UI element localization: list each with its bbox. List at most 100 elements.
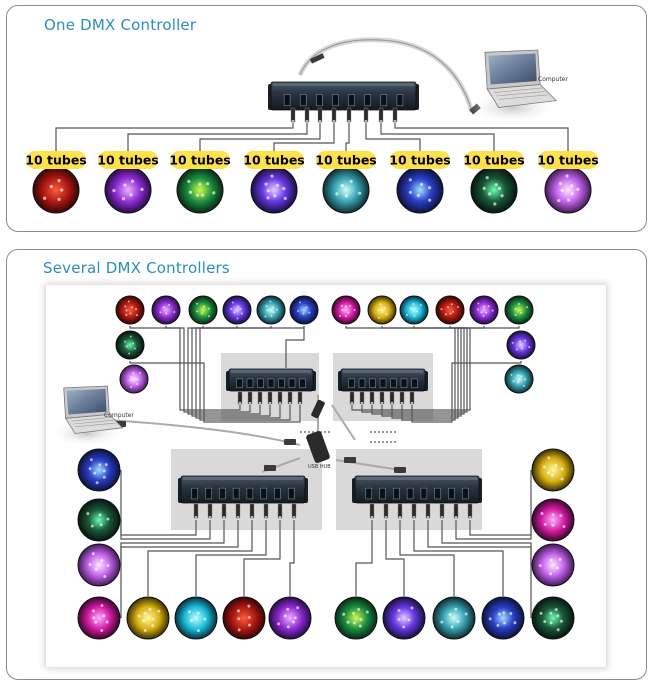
light-dot [91,609,95,613]
light-dot [353,309,356,312]
dmx-controller [352,475,482,504]
light-circle [289,295,319,325]
xlr-connector [349,391,355,405]
light-effect-thumbnail [250,166,298,214]
light-effect-thumbnail [435,295,465,325]
light-circle [531,543,575,587]
laptop-keys [75,422,116,428]
computer-label-one: Computer [538,76,568,83]
badge-pill [244,151,304,169]
light-dot [125,313,128,316]
controller-top-edge [357,477,477,480]
usb-cable-edge [299,39,473,113]
light-dot [121,197,126,201]
xlr-connector [383,503,389,519]
connector-body [411,503,417,519]
light-effect-thumbnail [469,295,499,325]
light-dot [103,574,107,578]
light-circle [506,330,536,360]
light-dot [130,376,133,379]
light-dot [524,378,527,381]
laptop-base [64,414,124,434]
xlr-connector [287,391,293,405]
dmx-wire [469,470,532,536]
dmx-wire [195,520,267,596]
xlr-connector [439,503,445,519]
connector-tip [412,516,416,519]
computer-label-several: Computer [104,412,134,419]
light-dot [296,606,300,610]
connector-tip [222,516,226,519]
light-dot [520,375,523,378]
light-dot [139,372,142,375]
dmx-controller [268,81,419,111]
controller-zones [171,353,482,530]
connector-body [291,503,297,519]
connector-body [397,503,403,519]
light-dot [264,182,268,186]
connector-tip [379,120,383,123]
light-dot [151,624,155,628]
light-dot [551,523,555,527]
light-dot [212,191,216,195]
xlr-connector [389,391,395,405]
light-circle [77,543,121,587]
light-dot [124,340,127,343]
light-dot [239,308,242,311]
badge-label: 10 tubes [169,153,231,168]
light-dot [514,307,517,310]
light-dot [344,194,349,198]
connector-tip [318,120,322,123]
light-dot [503,621,506,625]
panel-one-title: One DMX Controller [44,16,197,34]
light-circle [188,295,218,325]
controller-top-edge [343,370,423,373]
badge-pill [316,151,376,169]
connector-tip [390,402,394,405]
light-dot [519,340,522,343]
light-dot [165,312,168,315]
dmx-wire [441,520,532,565]
light-dot [195,193,200,197]
light-dot [528,346,531,349]
light-dot [92,616,96,620]
light-circle [432,596,476,640]
light-dot [236,317,239,320]
dmx-wire [361,326,468,413]
badge-pill [26,151,86,169]
connector-tip [410,402,414,405]
dmx-port [257,378,264,388]
light-dot [517,302,520,305]
light-dot [510,373,513,376]
dmx-wire [345,118,350,152]
xlr-connector [397,503,403,519]
xlr-connector [409,391,415,405]
light-dot [558,557,562,561]
light-dot [485,311,488,314]
light-circle [222,295,252,325]
light-effect-thumbnail [222,596,266,640]
light-dot [231,301,234,304]
light-circle [481,596,525,640]
light-circle [77,448,121,492]
light-dot [500,194,504,198]
connector-tip [426,516,430,519]
light-dot [130,179,135,183]
light-dot [450,303,453,306]
light-dot [102,614,106,618]
light-dot [511,341,514,344]
connector-tip [350,402,354,405]
light-effect-thumbnail [268,596,312,640]
light-effect-thumbnail [32,166,80,214]
light-dot [142,619,146,623]
light-dot [496,623,500,627]
usb-hub-body [306,431,330,463]
dmx-port [288,378,296,388]
light-dot [365,610,369,614]
light-circle [544,166,592,214]
xlr-connector [304,107,310,123]
light-dot [125,345,128,348]
usb-hub-plug [311,399,325,419]
connector-body [369,503,375,519]
xlr-connector [453,503,459,519]
